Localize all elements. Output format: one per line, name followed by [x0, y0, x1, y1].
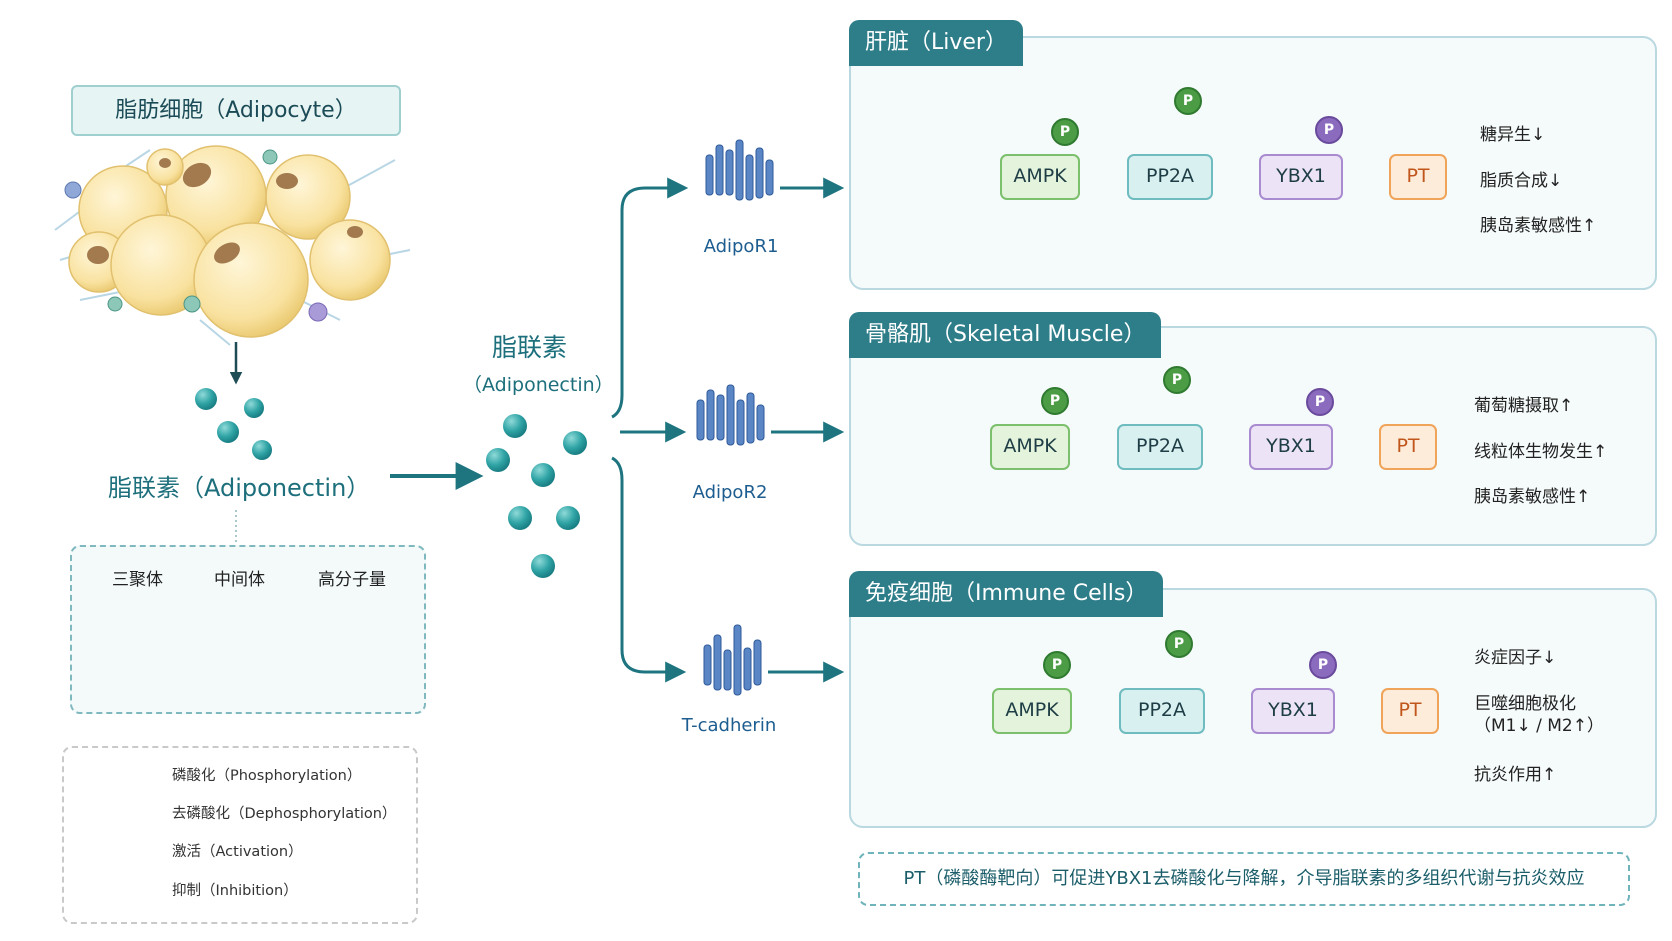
receptor-to-panel-arrows	[768, 177, 845, 683]
immune-effect-macrophage-polarization: 巨噬细胞极化	[1474, 694, 1576, 714]
oligomer-box: 三聚体 中间体 高分子量	[70, 545, 426, 714]
liver-ybx1-phospho-icon: P	[1315, 116, 1343, 144]
liver-pt-node: PT	[1389, 154, 1447, 200]
muscle-pp2a-node: PP2A	[1117, 424, 1203, 470]
oligomer-hmw-label: 高分子量	[318, 570, 386, 590]
liver-pp2a-node: PP2A	[1127, 154, 1213, 200]
center-adiponectin-beads	[486, 414, 587, 578]
branch-arrows	[611, 177, 689, 683]
immune-panel-title: 免疫细胞（Immune Cells）	[849, 571, 1164, 617]
muscle-ybx1-node: YBX1	[1249, 424, 1333, 470]
liver-effect-lipogenesis: 脂质合成↓	[1480, 171, 1563, 191]
receptor-tcadherin-label: T-cadherin	[681, 715, 777, 736]
liver-ybx1-node: YBX1	[1259, 154, 1343, 200]
liver-effect-gluconeogenesis: 糖异生↓	[1480, 125, 1546, 145]
bottom-note: PT（磷酸酶靶向）可促进YBX1去磷酸化与降解，介导脂联素的多组织代谢与抗炎效应	[858, 852, 1630, 906]
liver-ampk-phospho-icon: P	[1051, 118, 1079, 146]
legend-dephosphorylation: 去磷酸化（Dephosphorylation）	[172, 806, 397, 822]
muscle-panel-title: 骨骼肌（Skeletal Muscle）	[849, 312, 1162, 358]
liver-panel-title: 肝脏（Liver）	[849, 20, 1023, 66]
immune-pp2a-phospho-icon: P	[1165, 630, 1193, 658]
oligomer-middle-label: 中间体	[214, 570, 265, 590]
legend-phosphorylation: 磷酸化（Phosphorylation）	[172, 768, 362, 784]
muscle-ybx1-phospho-icon: P	[1306, 388, 1334, 416]
receptor-adipor2-label: AdipoR2	[692, 482, 768, 503]
muscle-pp2a-phospho-icon: P	[1163, 366, 1191, 394]
receptor-adipor2-illustration	[696, 384, 765, 446]
receptor-adipor1-label: AdipoR1	[703, 236, 779, 257]
receptor-tcadherin-illustration	[703, 624, 762, 696]
adipocyte-title: 脂肪细胞（Adipocyte）	[71, 85, 401, 136]
adiponectin-center-en: （Adiponectin）	[463, 374, 614, 396]
muscle-effect-glucose-uptake: 葡萄糖摄取↑	[1474, 396, 1574, 416]
adiponectin-left-label: 脂联素（Adiponectin）	[108, 474, 371, 502]
immune-ybx1-phospho-icon: P	[1309, 651, 1337, 679]
liver-effect-insulin-sensitivity: 胰岛素敏感性↑	[1480, 216, 1597, 236]
liver-ampk-node: AMPK	[1000, 154, 1080, 200]
immune-ybx1-node: YBX1	[1251, 688, 1335, 734]
muscle-ampk-phospho-icon: P	[1041, 387, 1069, 415]
adiponectin-center-title: 脂联素 （Adiponectin）	[463, 328, 614, 397]
receptor-adipor1-illustration	[705, 139, 774, 201]
adipocyte-cluster-illustration	[54, 145, 411, 346]
muscle-pt-node: PT	[1379, 424, 1437, 470]
secreted-adiponectin-beads	[195, 388, 272, 460]
immune-pt-node: PT	[1381, 688, 1439, 734]
immune-pp2a-node: PP2A	[1119, 688, 1205, 734]
adiponectin-center-cn: 脂联素	[491, 333, 567, 362]
oligomer-trimer-label: 三聚体	[112, 570, 163, 590]
legend-box: 磷酸化（Phosphorylation） 去磷酸化（Dephosphorylat…	[62, 746, 418, 924]
muscle-effect-mito-biogenesis: 线粒体生物发生↑	[1474, 442, 1608, 462]
legend-inhibition: 抑制（Inhibition）	[172, 883, 298, 899]
muscle-ampk-node: AMPK	[990, 424, 1070, 470]
liver-pp2a-phospho-icon: P	[1174, 87, 1202, 115]
immune-effect-m1-m2: （M1↓ / M2↑）	[1474, 716, 1604, 736]
immune-ampk-phospho-icon: P	[1043, 651, 1071, 679]
liver-panel	[849, 36, 1657, 290]
immune-effect-anti-inflammatory: 抗炎作用↑	[1474, 765, 1557, 785]
muscle-effect-insulin-sensitivity: 胰岛素敏感性↑	[1474, 487, 1591, 507]
immune-effect-inflammatory-factors: 炎症因子↓	[1474, 648, 1557, 668]
immune-ampk-node: AMPK	[992, 688, 1072, 734]
legend-activation: 激活（Activation）	[172, 844, 303, 860]
